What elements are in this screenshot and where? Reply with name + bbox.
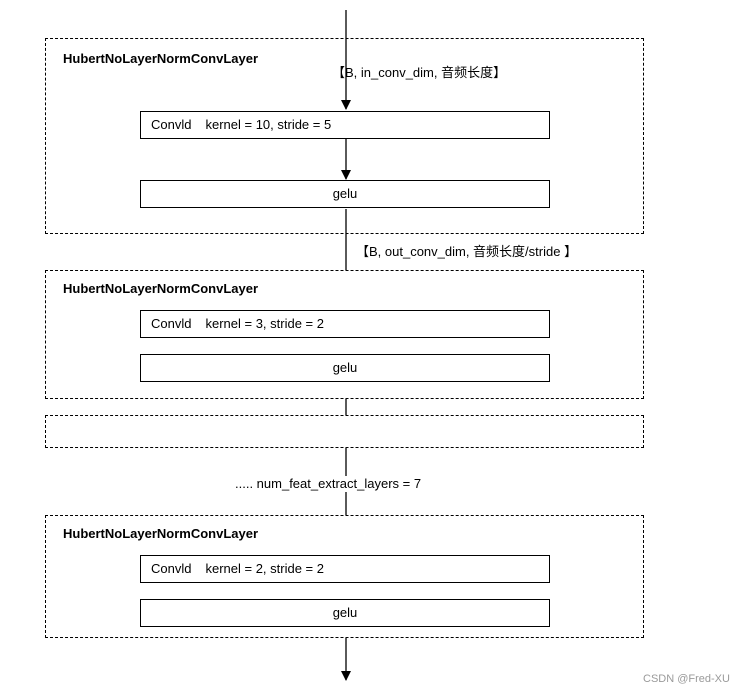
- conv-layer-group-2: [45, 270, 644, 399]
- repeat-label: ..... num_feat_extract_layers = 7: [232, 476, 425, 492]
- conv-node-1: Convld kernel = 10, stride = 5: [140, 111, 550, 139]
- gelu-node-2: gelu: [140, 354, 550, 382]
- conv-layer-group-1: [45, 38, 644, 234]
- conv-node-3: Convld kernel = 2, stride = 2: [140, 555, 550, 583]
- gelu-node-1: gelu: [140, 180, 550, 208]
- input-shape-label: 【B, in_conv_dim, 音频长度】: [332, 65, 507, 80]
- conv-name-2: Convld: [151, 316, 192, 331]
- conv-params-2: kernel = 3, stride = 2: [205, 316, 324, 331]
- output-shape-label: 【B, out_conv_dim, 音频长度/stride 】: [356, 244, 578, 259]
- conv-layer-group-3: [45, 515, 644, 638]
- watermark-text: CSDN @Fred-XU: [643, 673, 730, 685]
- conv-params-1: kernel = 10, stride = 5: [205, 117, 332, 132]
- conv-node-2: Convld kernel = 3, stride = 2: [140, 310, 550, 338]
- conv-name-1: Convld: [151, 117, 192, 132]
- group-title-3: HubertNoLayerNormConvLayer: [63, 526, 259, 541]
- gelu-node-3: gelu: [140, 599, 550, 627]
- group-title-1: HubertNoLayerNormConvLayer: [63, 51, 259, 66]
- group-title-2: HubertNoLayerNormConvLayer: [63, 281, 259, 296]
- conv-params-3: kernel = 2, stride = 2: [205, 561, 324, 576]
- collapsed-layers-box: [45, 415, 644, 448]
- conv-name-3: Convld: [151, 561, 192, 576]
